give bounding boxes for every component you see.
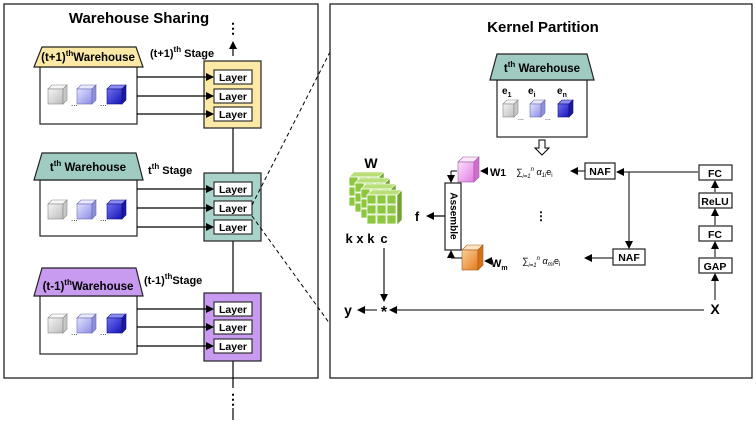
gap-label: GAP [704,261,727,273]
top-ellipsis: ⋮ [226,20,240,36]
kernel-cell [366,214,377,225]
blue-cube [106,199,127,220]
warehouse-roof [33,152,144,181]
layer-box: Layer [219,341,247,353]
wm-label: Wm [491,258,508,272]
layer-box: Layer [219,72,247,84]
warehouse-sharing-title: Warehouse Sharing [69,10,209,27]
lavender-cube [76,84,97,105]
inner-ellipsis: ... [545,115,551,122]
element-label-en: en [557,86,567,99]
kernel-cell [376,204,387,215]
kernel-cell [366,194,377,205]
w-label: W [364,155,378,171]
gray-cube [47,199,68,220]
warehouse-sharing-panel: Warehouse Sharing ⋮ ⋮ (t+1)thWarehouse (… [3,3,319,420]
gray-cube [502,99,519,118]
gray-cube [47,313,68,334]
warehouse-t-plus-1: (t+1)thWarehouse (t+1)th Stage ... ... L… [33,45,262,129]
warehouse-roof [33,267,144,297]
gray-cube [47,84,68,105]
zoom-line-top [251,51,331,206]
kernel-warehouse-label: tth Warehouse [504,60,580,75]
f-label: f [415,209,420,224]
inner-ellipsis: ... [518,115,524,122]
blue-cube [106,313,127,334]
conv-operator: * [381,304,388,321]
element-label-ei: ei [528,86,536,99]
warehouse-label: tth Warehouse [50,159,126,174]
kxk-label: k x k [346,231,376,246]
naf-box-2 [612,248,646,266]
layer-box: Layer [219,109,247,121]
lavender-cube [76,199,97,220]
wm-cube-icon [461,244,484,271]
lavender-cube [76,313,97,334]
naf-label: NAF [618,252,640,264]
vertical-ellipsis: ⋮ [535,209,547,223]
y-label: y [344,302,352,318]
stage-label: (t+1)th Stage [150,45,214,60]
kernel-partition-title: Kernel Partition [487,19,599,36]
inner-ellipsis: ... [100,328,107,337]
inner-ellipsis: ... [100,214,107,223]
stage-label: tth Stage [148,162,192,177]
layer-box: Layer [219,184,247,196]
warehouse-t: tth Warehouse tth Stage ... ... Layer La… [33,152,262,242]
inner-ellipsis: ... [71,214,78,223]
w1-label: W1 [490,167,506,179]
kernel-cell [386,214,397,225]
warehouse-t-minus-1: (t-1)thWarehouse (t-1)thStage ... ... La… [33,267,262,362]
inner-ellipsis: ... [71,99,78,108]
stage-label: (t-1)thStage [144,272,202,287]
fc-label: FC [708,168,722,180]
lavender-cube [529,99,546,118]
kernel-cell [386,204,397,215]
warehouse-roof [33,46,144,68]
naf-box-1 [584,162,616,180]
inner-ellipsis: ... [71,328,78,337]
inner-ellipsis: ... [100,99,107,108]
assemble-label: Assemble [447,192,458,240]
layer-box: Layer [219,203,247,215]
warehouse-label: (t+1)thWarehouse [41,49,135,64]
naf-label: NAF [589,166,611,178]
relu-label: ReLU [701,196,728,208]
w1-cube-icon [457,156,480,183]
warehouse-label: (t-1)thWarehouse [43,278,134,293]
kernel-warehouse: tth Warehouse e1 ei en ... ... [489,53,595,138]
kernel-cell [376,194,387,205]
hollow-down-arrow-icon [533,139,551,156]
fc-label: FC [708,229,722,241]
layer-box: Layer [219,222,247,234]
blue-cube [557,99,574,118]
x-label: X [710,301,720,317]
blue-cube [106,84,127,105]
kernel-cell [376,214,387,225]
layer-box: Layer [219,322,247,334]
kernel-cube-icon [348,171,403,226]
c-label: c [380,231,387,246]
bottom-ellipsis: ⋮ [226,391,240,407]
kernel-partition-panel: Kernel Partition tth Warehouse e1 ei en … [329,3,753,379]
kernel-cell [366,204,377,215]
layer-box: Layer [219,304,247,316]
layer-box: Layer [219,91,247,103]
element-label-e1: e1 [502,86,512,99]
zoom-line-bottom [251,215,331,325]
kernel-cell [386,194,397,205]
